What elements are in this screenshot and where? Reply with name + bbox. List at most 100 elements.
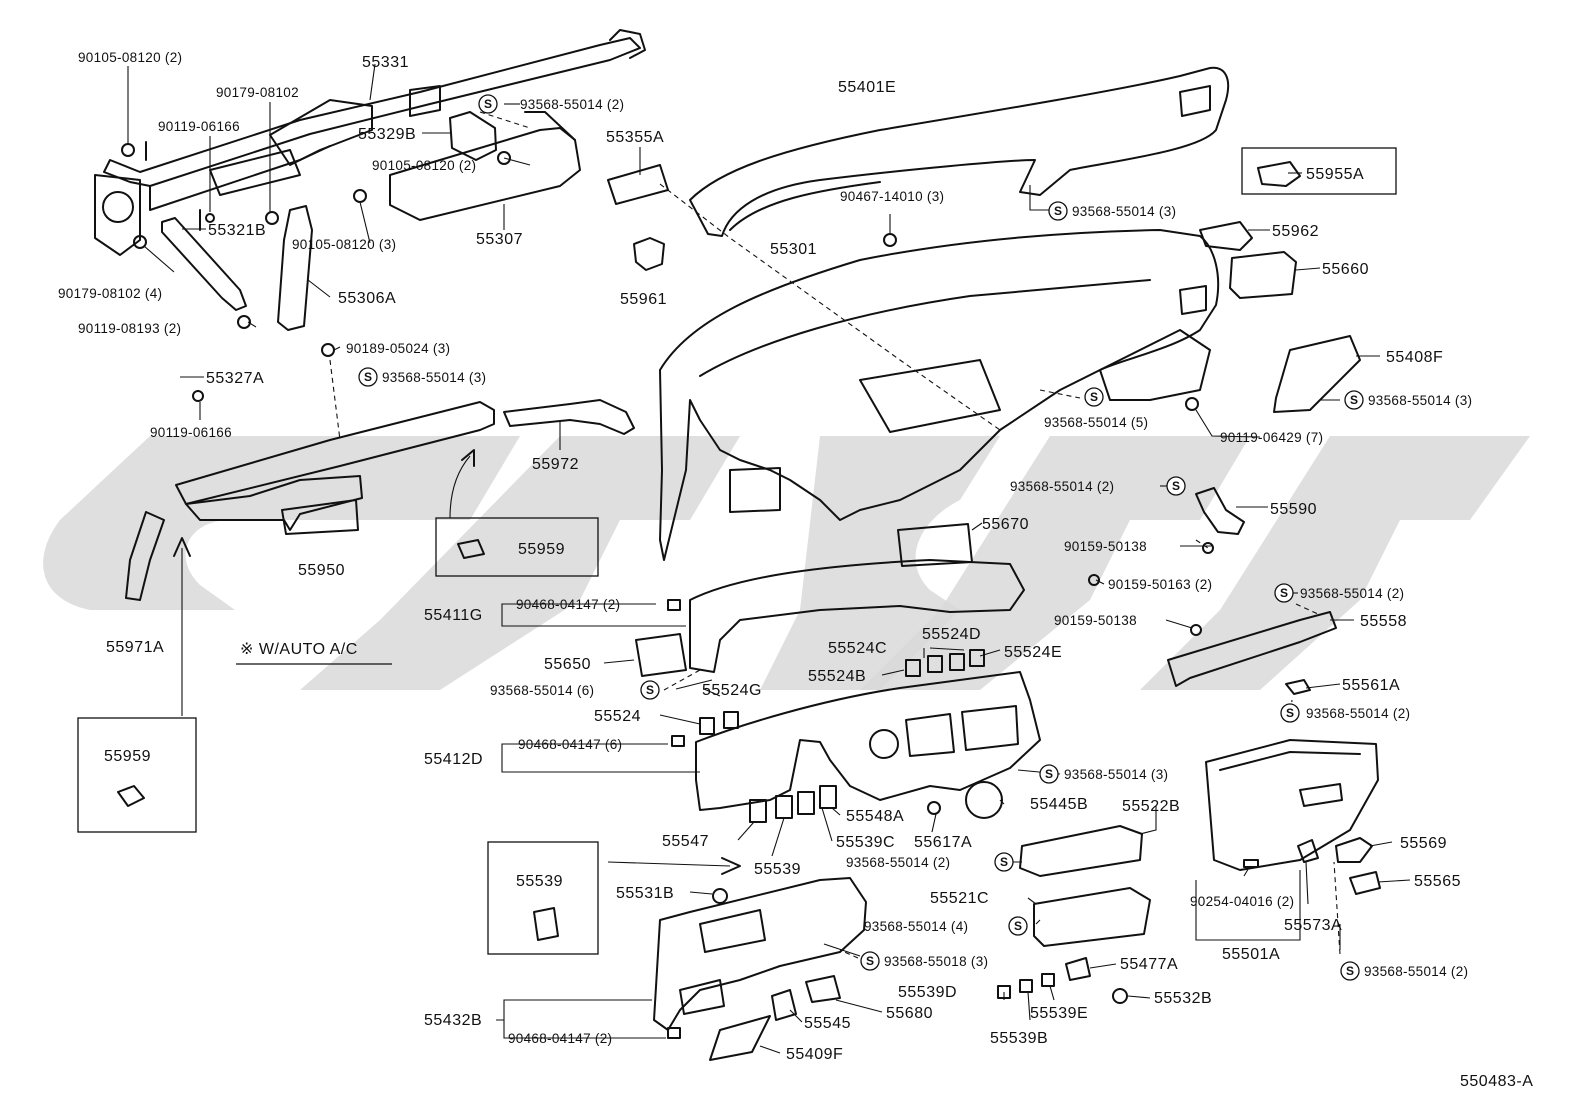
clip-55961 xyxy=(633,237,665,271)
pin-90254 xyxy=(1243,859,1259,868)
part-labels: 90105-08120 (2) 55331 90179-08102 90119-… xyxy=(58,50,1533,1090)
label-90105-08120-3: 90105-08120 (3) xyxy=(292,237,396,252)
ring-55445B xyxy=(965,781,1003,819)
label-55524: 55524 xyxy=(594,708,641,725)
bracket-55321B xyxy=(161,217,247,311)
latch-55573A xyxy=(1297,839,1319,863)
bracket-55355A xyxy=(607,164,669,205)
svg-text:S: S xyxy=(484,97,492,111)
label-90119-06429-7: 90119-06429 (7) xyxy=(1220,430,1323,445)
glove-box-55501A xyxy=(1205,739,1379,871)
svg-text:S: S xyxy=(1014,919,1022,933)
bracket-55558 xyxy=(1167,611,1337,687)
box-55521C xyxy=(1033,887,1151,947)
label-55539B: 55539B xyxy=(990,1030,1048,1047)
handle-55569 xyxy=(1335,837,1373,863)
svg-text:S: S xyxy=(364,370,372,384)
label-55307: 55307 xyxy=(476,231,523,248)
label-90179-08102: 90179-08102 xyxy=(216,85,299,100)
svg-text:S: S xyxy=(1090,390,1098,404)
label-55432B: 55432B xyxy=(424,1012,482,1029)
plate-55565 xyxy=(1349,871,1381,895)
label-55412D: 55412D xyxy=(424,751,483,768)
label-55321B: 55321B xyxy=(208,222,266,239)
svg-text:S: S xyxy=(1045,767,1053,781)
label-55522B: 55522B xyxy=(1122,798,1180,815)
label-90105-08120-2-mid: 90105-08120 (2) xyxy=(372,158,476,173)
label-90254-04016-2: 90254-04016 (2) xyxy=(1190,894,1294,909)
cluster-hood-55411G xyxy=(689,559,1025,673)
switch-55680 xyxy=(805,975,841,1003)
label-55670: 55670 xyxy=(982,516,1029,533)
label-55590: 55590 xyxy=(1270,501,1317,518)
bezel-55962 xyxy=(1199,221,1253,251)
label-55524B: 55524B xyxy=(808,668,866,685)
inset-box-55955A xyxy=(1241,147,1397,195)
label-90159-50163-2: 90159-50163 (2) xyxy=(1108,577,1212,592)
duct-55972 xyxy=(503,399,635,435)
label-55959-box1: 55959 xyxy=(518,541,565,558)
inset-box-55959-a xyxy=(435,517,599,577)
label-90189-05024-3: 90189-05024 (3) xyxy=(346,341,450,356)
label-55972: 55972 xyxy=(532,456,579,473)
label-55411G: 55411G xyxy=(424,607,483,624)
label-93568-55014-2-f: 93568-55014 (2) xyxy=(1364,964,1468,979)
switch-55477A xyxy=(1065,957,1091,981)
label-55355A: 55355A xyxy=(606,129,664,146)
cluster-finish-55412D xyxy=(695,671,1041,811)
label-55617A: 55617A xyxy=(914,834,972,851)
label-55971A: 55971A xyxy=(106,639,164,656)
label-90159-50138-a: 90159-50138 xyxy=(1064,539,1147,554)
label-55561A: 55561A xyxy=(1342,677,1400,694)
pocket-55522B xyxy=(1019,825,1143,877)
page-code: 550483-A xyxy=(1460,1073,1533,1090)
label-93568-55014-2-d: 93568-55014 (2) xyxy=(1306,706,1410,721)
label-93568-55018-3: 93568-55018 (3) xyxy=(884,954,988,969)
label-93568-55014-2-c: 93568-55014 (2) xyxy=(1300,586,1404,601)
svg-text:S: S xyxy=(646,683,654,697)
lower-panel-55432B xyxy=(653,877,867,1031)
cap-55531B xyxy=(712,888,728,904)
label-90159-50138-b: 90159-50138 xyxy=(1054,613,1137,628)
label-93568-55014-3-c: 93568-55014 (3) xyxy=(1368,393,1472,408)
vent-55660 xyxy=(1229,251,1297,299)
hose-55971A xyxy=(125,511,165,601)
vent-55650 xyxy=(635,633,687,677)
label-93568-55014-3-b: 93568-55014 (3) xyxy=(382,370,486,385)
label-55331: 55331 xyxy=(362,54,409,71)
label-93568-55014-2-a: 93568-55014 (2) xyxy=(520,97,624,112)
arrows xyxy=(173,449,741,875)
label-90105-08120-2-top: 90105-08120 (2) xyxy=(78,50,182,65)
label-55539-box: 55539 xyxy=(516,873,563,890)
label-93568-55014-4: 93568-55014 (4) xyxy=(864,919,968,934)
label-55532B: 55532B xyxy=(1154,990,1212,1007)
reinforcement-55331 xyxy=(94,29,646,256)
bracket-55329B xyxy=(449,111,497,161)
label-55955A: 55955A xyxy=(1306,166,1364,183)
label-90468-04147-2-a: 90468-04147 (2) xyxy=(516,597,620,612)
label-93568-55014-6: 93568-55014 (6) xyxy=(490,683,594,698)
label-55445B: 55445B xyxy=(1030,796,1088,813)
inset-box-55539 xyxy=(487,841,599,955)
grille-55955A xyxy=(1257,161,1301,187)
label-55962: 55962 xyxy=(1272,223,1319,240)
label-55306A: 55306A xyxy=(338,290,396,307)
label-90119-08193-2: 90119-08193 (2) xyxy=(78,321,181,336)
label-55539D: 55539D xyxy=(898,984,957,1001)
duct-55950 xyxy=(175,401,495,535)
svg-text:S: S xyxy=(866,954,874,968)
label-55524C: 55524C xyxy=(828,640,887,657)
detail-boxes xyxy=(77,147,1397,955)
label-55548A: 55548A xyxy=(846,808,904,825)
label-55521C: 55521C xyxy=(930,890,989,907)
label-55477A: 55477A xyxy=(1120,956,1178,973)
upper-pad-55401E xyxy=(689,66,1230,237)
label-55569: 55569 xyxy=(1400,835,1447,852)
label-55680: 55680 xyxy=(886,1005,933,1022)
label-55531B: 55531B xyxy=(616,885,674,902)
label-93568-55014-2-b: 93568-55014 (2) xyxy=(1010,479,1114,494)
label-55959-box2: 55959 xyxy=(104,748,151,765)
bracket-55590 xyxy=(1195,487,1245,535)
grille-55409F xyxy=(709,1015,771,1061)
switch-55539B xyxy=(1019,979,1033,993)
